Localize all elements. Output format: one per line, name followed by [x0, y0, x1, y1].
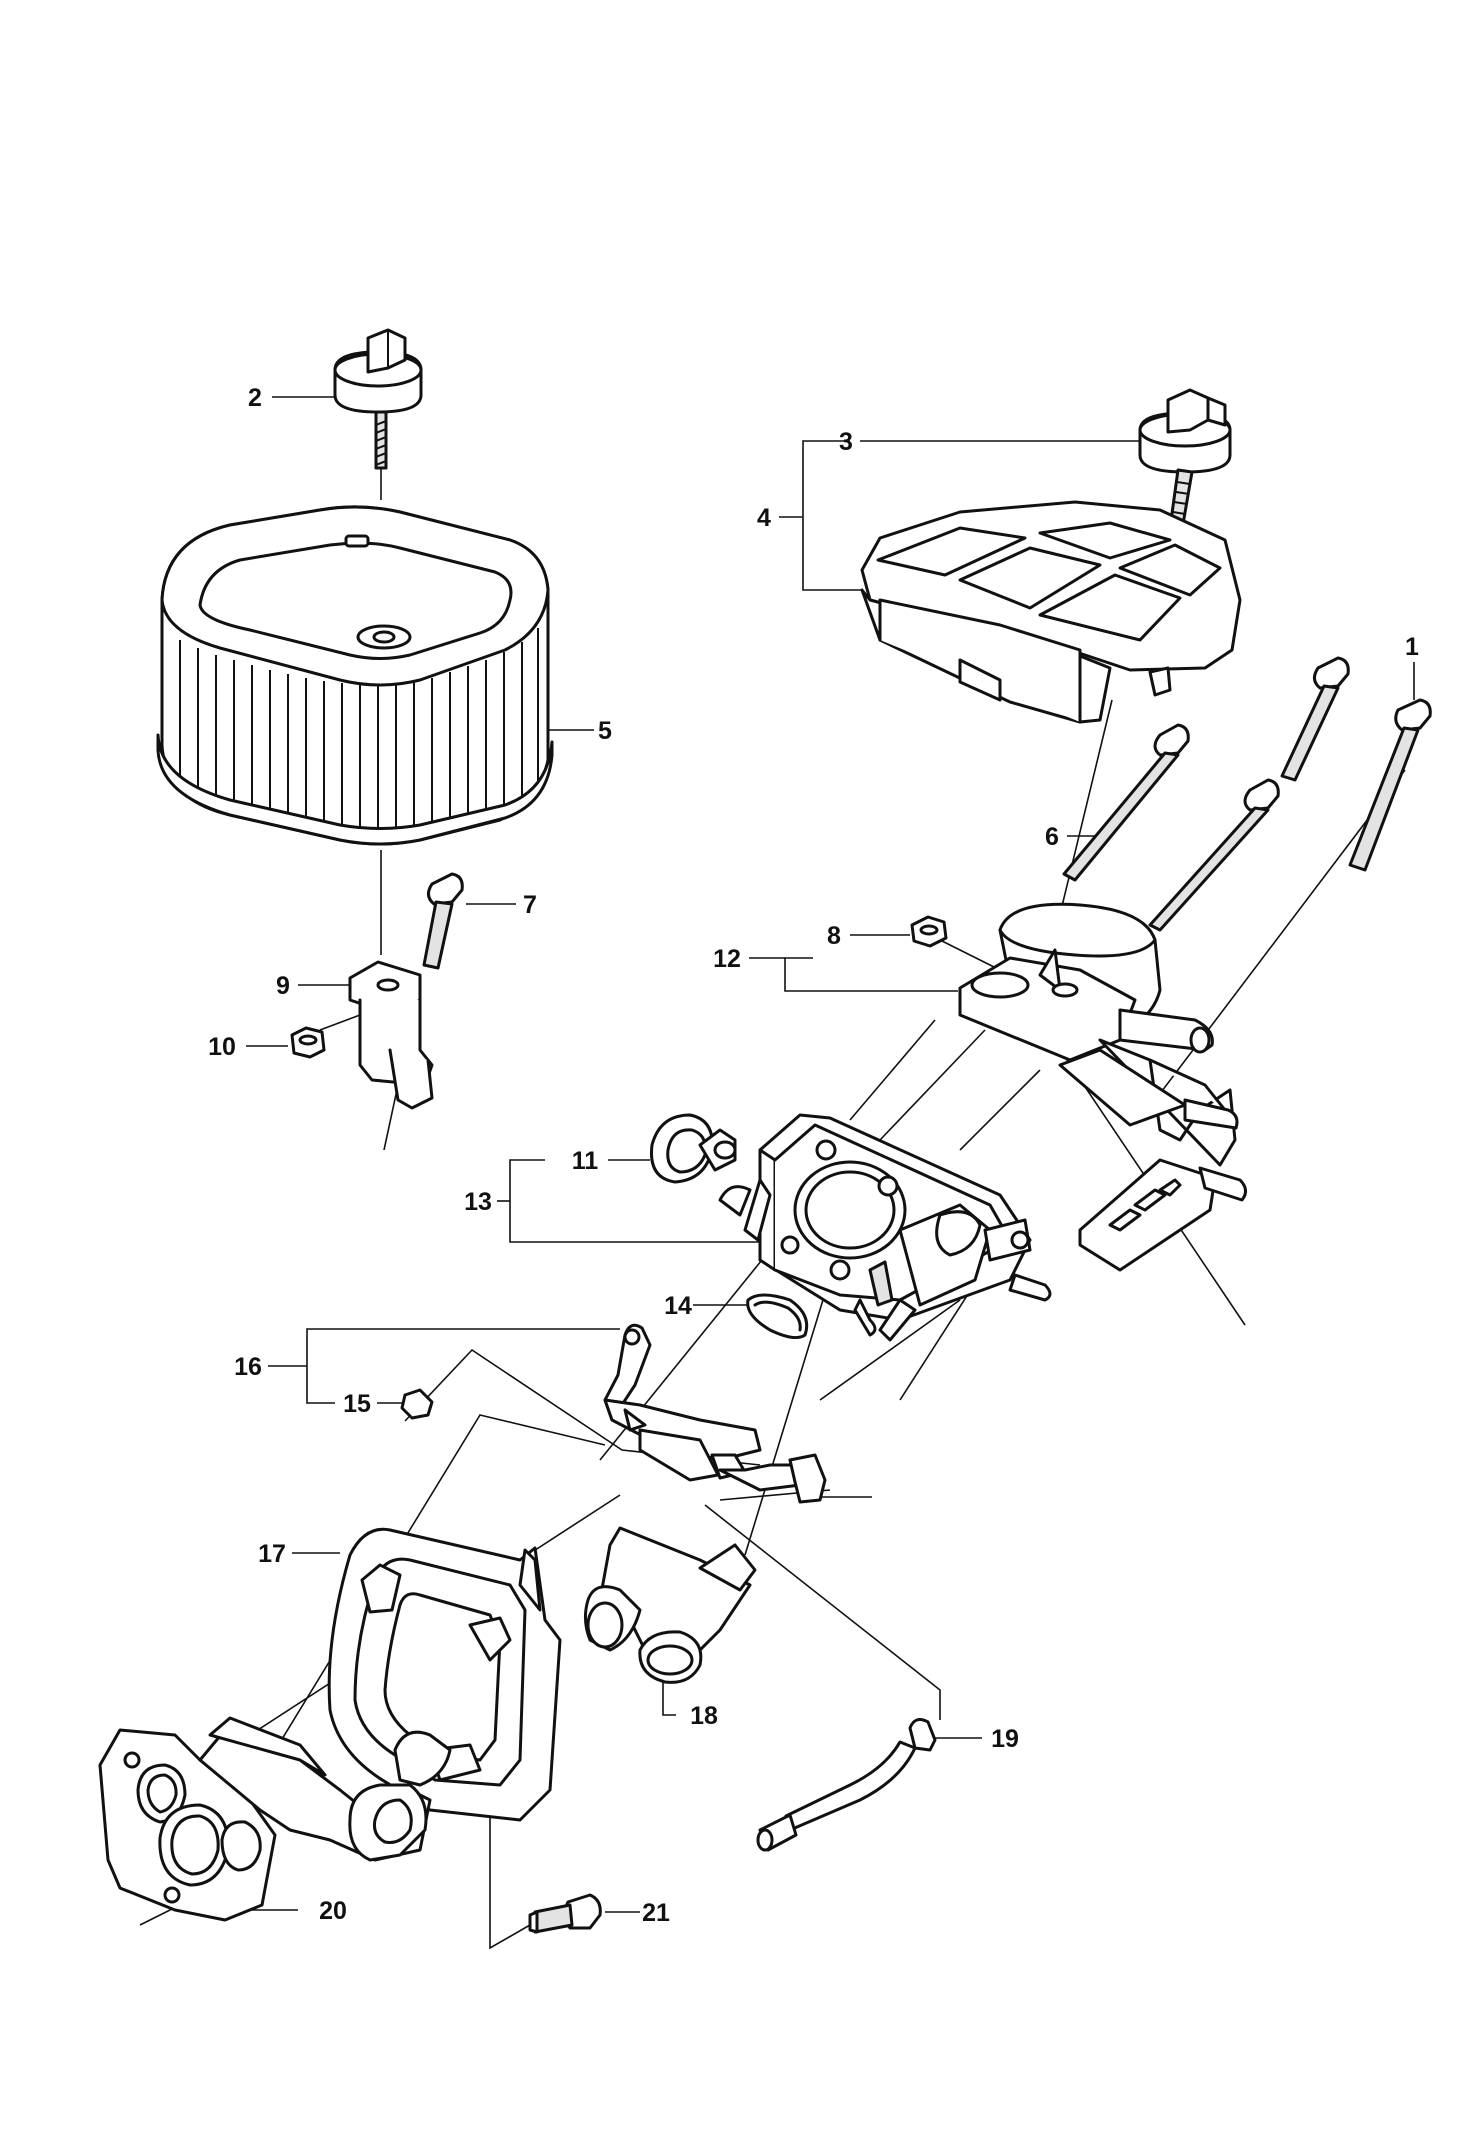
callout-5: 5 [598, 717, 612, 745]
part-20-intake-manifold [98, 1716, 452, 1922]
part-14-seal-ring [746, 1293, 809, 1340]
callout-labels: 1 2 3 4 5 6 7 8 9 10 11 12 13 14 15 16 1… [208, 384, 1419, 1927]
callout-8: 8 [827, 922, 841, 950]
part-21-screw [528, 1893, 602, 1934]
callout-1: 1 [1405, 633, 1419, 661]
callout-17: 17 [258, 1540, 286, 1568]
part-5-air-filter [156, 505, 554, 846]
part-18-intake-boot [583, 1526, 757, 1684]
callout-11: 11 [572, 1147, 599, 1175]
part-3-cover-knob [1138, 388, 1232, 532]
callout-20: 20 [319, 1897, 347, 1925]
part-12-adapter [958, 902, 1247, 1272]
part-13-carburetor [718, 1113, 1052, 1342]
part-16-throttle-bracket [603, 1323, 827, 1504]
callout-7: 7 [523, 891, 537, 919]
part-17-insulating-plate [327, 1527, 562, 1822]
part-11-fuel-pump-cover [649, 1113, 737, 1184]
part-19-impulse-hose [756, 1718, 937, 1852]
part-1-bolts [1148, 656, 1432, 932]
callout-3: 3 [839, 428, 853, 456]
callout-16: 16 [234, 1353, 262, 1381]
callout-4: 4 [757, 504, 771, 532]
callout-19: 19 [991, 1725, 1019, 1753]
part-4-filter-cover [860, 500, 1242, 724]
callout-14: 14 [664, 1292, 692, 1320]
callout-6: 6 [1045, 823, 1059, 851]
part-10-nut [290, 1026, 326, 1059]
callout-10: 10 [208, 1033, 236, 1061]
callout-2: 2 [248, 384, 262, 412]
part-15-nut [400, 1388, 434, 1420]
part-9-bracket [348, 960, 434, 1110]
callout-12: 12 [713, 945, 741, 973]
callout-13: 13 [464, 1188, 492, 1216]
callout-21: 21 [642, 1899, 670, 1927]
part-8-nut [910, 915, 948, 948]
callout-15: 15 [343, 1390, 371, 1418]
part-2-filter-knob [333, 328, 423, 470]
callout-18: 18 [690, 1702, 718, 1730]
part-6-bolt [1062, 723, 1190, 882]
part-7-screw [422, 872, 464, 970]
callout-9: 9 [276, 972, 290, 1000]
